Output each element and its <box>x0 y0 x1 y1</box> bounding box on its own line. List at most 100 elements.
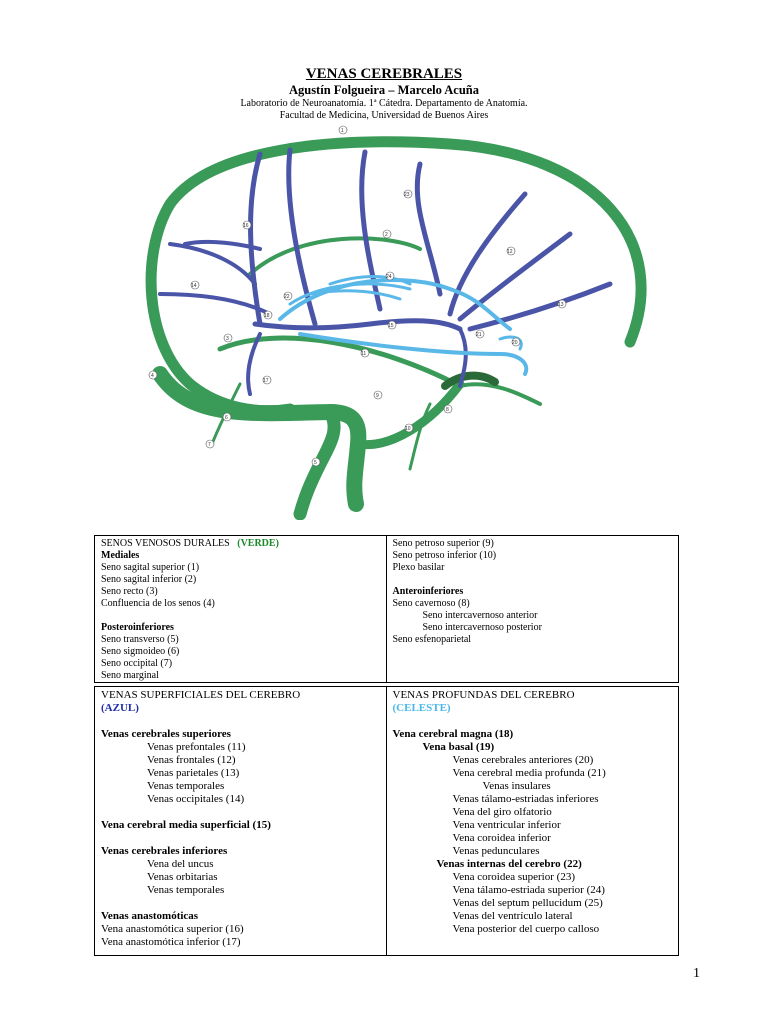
svg-text:2: 2 <box>385 232 388 238</box>
list-item: Seno intercavernoso posterior <box>422 622 542 633</box>
affiliation-line-1: Laboratorio de Neuroanatomía. 1ª Cátedra… <box>240 98 528 109</box>
list-item: Venas cerebrales superiores <box>101 728 231 740</box>
list-item: Confluencia de los senos (4) <box>101 598 215 609</box>
list-item: Vena anastomótica superior (16) <box>101 923 244 935</box>
deep-vein-5 <box>308 289 402 301</box>
list-item: Venas occipitales (14) <box>147 793 245 805</box>
list-item: Vena posterior del cuerpo calloso <box>452 923 600 935</box>
cavernous-sinus <box>441 371 499 390</box>
svg-text:18: 18 <box>264 313 270 319</box>
list-item: Vena cerebral media superficial (15) <box>101 819 271 831</box>
list-item: Venas temporales <box>147 884 225 896</box>
vein-7 <box>467 281 613 332</box>
list-item: Seno petroso superior (9) <box>392 538 494 549</box>
inferior-sagittal-sinus <box>248 236 422 276</box>
sigmoid-sinus <box>293 405 341 521</box>
list-item: Seno sagital inferior (2) <box>101 574 197 585</box>
svg-text:24: 24 <box>386 274 392 280</box>
affiliation-line-2: Facultad de Medicina, Universidad de Bue… <box>279 110 489 121</box>
list-item: Seno recto (3) <box>101 586 158 597</box>
figure-number-labels: 1 2 3 4 5 6 7 8 9 10 11 12 13 1 <box>148 125 567 467</box>
list-item: Seno intercavernoso anterior <box>422 610 538 621</box>
brain-veins-illustration: 1 2 3 4 5 6 7 8 9 10 11 12 13 1 <box>130 124 650 521</box>
cerebral-veins-table: VENAS SUPERFICIALES DEL CEREBRO (AZUL) V… <box>94 686 679 956</box>
list-item: Seno esfenoparietal <box>392 634 472 645</box>
page-number: 1 <box>693 966 700 981</box>
list-item: Seno marginal <box>101 670 159 681</box>
svg-text:16: 16 <box>243 223 249 229</box>
list-item: Seno petroso inferior (10) <box>392 550 497 561</box>
vein-9 <box>158 292 272 316</box>
svg-text:17: 17 <box>263 378 269 384</box>
list-item: Plexo basilar <box>392 562 445 573</box>
dural-sinuses-right-column: Seno petroso superior (9) Seno petroso i… <box>387 536 679 682</box>
list-item: Venas tálamo-estriadas inferiores <box>452 793 599 805</box>
svg-text:11: 11 <box>361 351 366 357</box>
veins-diagram: 1 2 3 4 5 6 7 8 9 10 11 12 13 1 <box>145 125 647 521</box>
superficial-veins-column: VENAS SUPERFICIALES DEL CEREBRO (AZUL) V… <box>95 687 387 955</box>
svg-text:6: 6 <box>225 415 228 421</box>
list-item: Mediales <box>101 550 140 561</box>
list-item: Seno transverso (5) <box>101 634 179 645</box>
list-item: Venas del ventrículo lateral <box>452 910 573 922</box>
straight-sinus <box>217 335 463 389</box>
vein-5 <box>447 191 528 317</box>
vein-8 <box>168 242 257 286</box>
list-item: Venas del septum pellucidum (25) <box>452 897 603 909</box>
authors: Agustín Folgueira – Marcelo Acuña <box>288 83 480 97</box>
superior-sagittal-sinus <box>145 136 647 417</box>
svg-text:20: 20 <box>512 340 518 346</box>
svg-text:7: 7 <box>208 442 211 448</box>
svg-text:10: 10 <box>405 426 411 432</box>
vein-1 <box>248 151 263 327</box>
list-item: Venas anastomóticas <box>101 910 199 922</box>
list-item: Venas cerebrales inferiores <box>101 845 228 857</box>
list-item: Vena del giro olfatorio <box>452 806 552 818</box>
deep-vein-3 <box>288 282 412 306</box>
list-item: Vena coroidea inferior <box>452 832 551 844</box>
list-item: Vena anastomótica inferior (17) <box>101 936 241 948</box>
list-item: Seno occipital (7) <box>101 658 173 669</box>
dural-sinuses-left-column: SENOS VENOSOS DURALES (VERDE) Mediales S… <box>95 536 387 682</box>
svg-text:1: 1 <box>341 128 344 134</box>
deep-vein-2 <box>298 332 529 376</box>
list-item: Seno sigmoideo (6) <box>101 646 180 657</box>
list-item: Posteroinferiores <box>101 622 174 633</box>
deep-veins-color: (CELESTE) <box>392 702 451 714</box>
transverse-sinus <box>152 366 367 512</box>
list-item: Venas temporales <box>147 780 225 792</box>
basilar-plexus <box>408 402 432 471</box>
svg-text:15: 15 <box>388 323 394 329</box>
petrosal-sinus <box>458 382 542 406</box>
svg-text:9: 9 <box>376 393 379 399</box>
svg-text:21: 21 <box>476 332 482 338</box>
svg-text:12: 12 <box>507 249 513 255</box>
internal-jugular <box>353 379 465 450</box>
list-item: Vena cerebral media profunda (21) <box>452 767 606 779</box>
list-item: Venas internas del cerebro (22) <box>436 858 582 870</box>
deep-veins-heading: VENAS PROFUNDAS DEL CEREBRO <box>392 689 575 701</box>
deep-vein-4 <box>328 275 412 286</box>
list-item: Vena cerebral magna (18) <box>392 728 514 740</box>
vein-6 <box>457 231 573 322</box>
list-item: Anteroinferiores <box>392 586 464 597</box>
svg-text:13: 13 <box>558 302 564 308</box>
list-item: Vena del uncus <box>147 858 214 870</box>
vein-13 <box>458 327 468 388</box>
list-item: Venas orbitarias <box>147 871 218 883</box>
list-item: Venas cerebrales anteriores (20) <box>452 754 594 766</box>
list-item: Seno sagital superior (1) <box>101 562 200 573</box>
list-item: Seno cavernoso (8) <box>392 598 470 609</box>
list-item: Venas insulares <box>482 780 551 792</box>
list-item: Venas frontales (12) <box>147 754 236 766</box>
page-title: VENAS CEREBRALES <box>305 66 463 82</box>
document-header: VENAS CEREBRALES Agustín Folgueira – Mar… <box>0 66 768 122</box>
vein-12 <box>246 332 262 396</box>
vein-11 <box>252 318 463 332</box>
list-item: Venas prefontales (11) <box>147 741 246 753</box>
dural-sinuses-table: SENOS VENOSOS DURALES (VERDE) Mediales S… <box>94 535 679 683</box>
superficial-veins-color: (AZUL) <box>101 702 139 714</box>
dural-sinuses-heading: SENOS VENOSOS DURALES (VERDE) <box>101 538 279 549</box>
list-item: Vena ventricular inferior <box>452 819 561 831</box>
vein-4 <box>414 161 443 297</box>
